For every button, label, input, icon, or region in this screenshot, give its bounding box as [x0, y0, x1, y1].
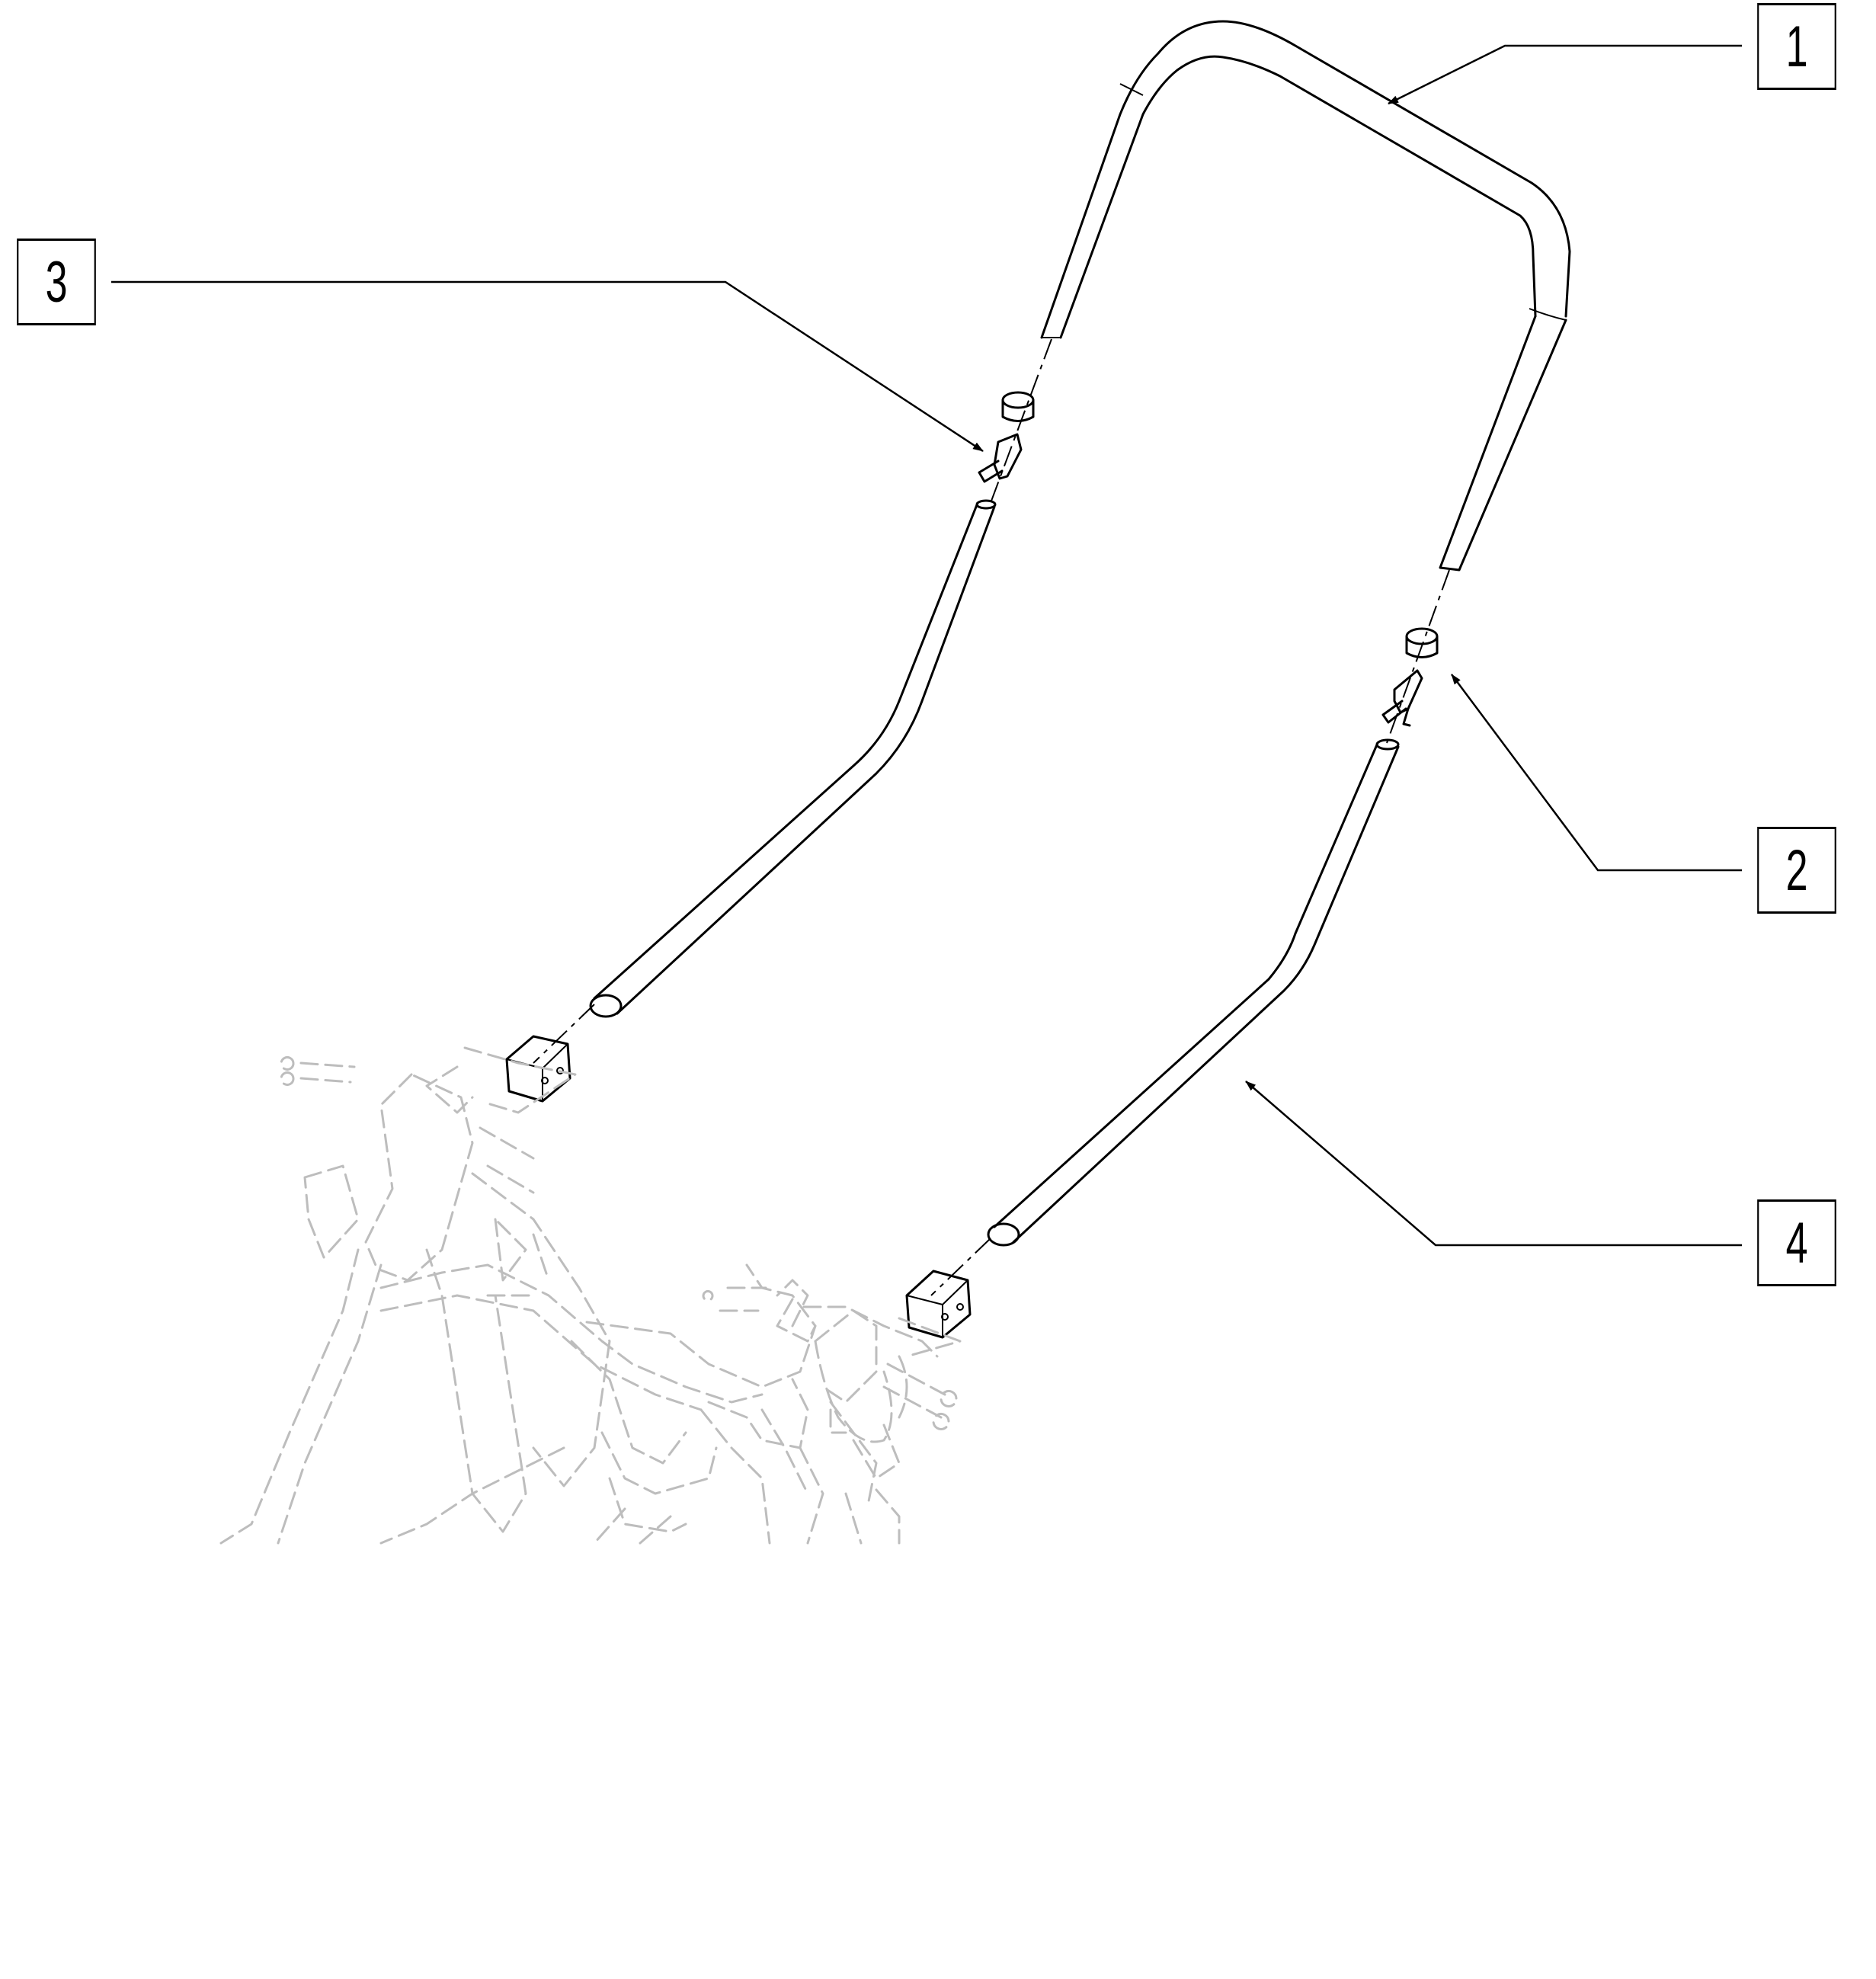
callout-4-label: 4	[1785, 1210, 1808, 1276]
callout-2: 2	[1757, 827, 1836, 914]
callout-3: 3	[17, 239, 96, 325]
callout-2-label: 2	[1785, 837, 1808, 903]
callout-1-label: 1	[1785, 14, 1808, 79]
leader-3	[111, 280, 984, 453]
part-3-left-latch	[978, 391, 1035, 483]
leader-2	[1450, 674, 1742, 872]
phantom-chair-frame	[219, 1046, 962, 1545]
part-2-right-latch	[1381, 627, 1439, 727]
callout-1: 1	[1757, 3, 1836, 90]
callout-3-label: 3	[45, 249, 68, 315]
part-4-lower-uprights	[589, 499, 1400, 1247]
mounting-block-right	[905, 1270, 972, 1339]
assembly-centerlines	[533, 338, 1450, 1296]
part-1-upper-handle	[1040, 20, 1571, 572]
mounting-block-left	[505, 1035, 571, 1103]
leader-lines	[111, 44, 1742, 1247]
callout-4: 4	[1757, 1199, 1836, 1286]
leader-4	[1245, 1081, 1742, 1247]
leader-1	[1388, 44, 1742, 105]
